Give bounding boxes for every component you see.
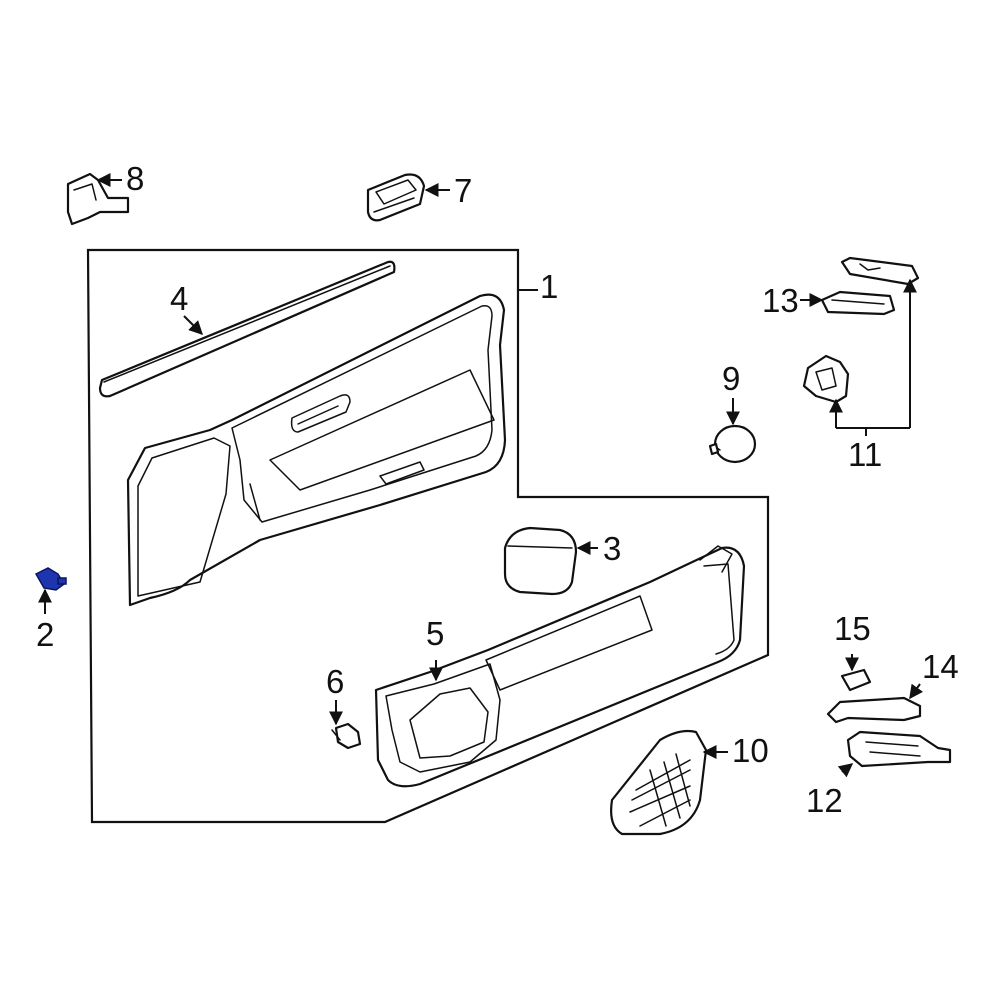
part-1-door-panel[interactable]	[126, 293, 507, 607]
callout-6: 6	[326, 663, 344, 700]
part-3-cap[interactable]	[503, 526, 578, 596]
callout-10: 10	[732, 732, 769, 769]
part-2-highlighted-clip[interactable]	[34, 567, 67, 591]
part-4-belt-molding[interactable]	[98, 260, 396, 398]
callout-12: 12	[806, 782, 843, 819]
part-14-handle-trim[interactable]	[826, 696, 922, 724]
part-13-switch-trim[interactable]	[820, 290, 896, 316]
callout-13: 13	[762, 282, 799, 319]
callout-1: 1	[540, 268, 558, 305]
part-7-bezel[interactable]	[366, 173, 426, 222]
callout-3: 3	[603, 530, 621, 567]
callout-14: 14	[922, 648, 959, 685]
leader-lines	[38, 173, 924, 778]
part-11-bracket[interactable]	[802, 354, 850, 404]
callout-11: 11	[848, 436, 882, 473]
callout-4: 4	[170, 280, 188, 317]
part-11-top-piece[interactable]	[840, 256, 920, 286]
callout-9: 9	[722, 360, 740, 397]
part-9-cap[interactable]	[708, 424, 757, 464]
part-6-clip[interactable]	[331, 722, 362, 750]
callout-15: 15	[834, 610, 871, 647]
part-15-button[interactable]	[840, 668, 872, 692]
callout-2: 2	[36, 616, 54, 653]
callout-5: 5	[426, 615, 444, 652]
part-10-speaker-grille[interactable]	[610, 729, 708, 836]
part-8-bracket[interactable]	[66, 172, 130, 226]
callout-8: 8	[126, 160, 144, 197]
part-12-switch-housing[interactable]	[846, 730, 952, 768]
callout-7: 7	[454, 172, 472, 209]
assembly-frame	[86, 248, 770, 824]
part-5-lower-trim-panel[interactable]	[374, 545, 746, 788]
